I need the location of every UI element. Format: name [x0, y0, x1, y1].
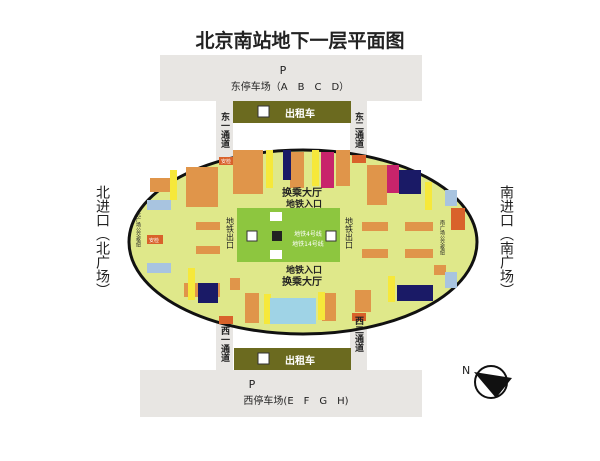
north-entrance-label: 北进口（北广场） — [94, 185, 110, 297]
restroom — [445, 272, 457, 288]
east-parking-label: 东停车场（A B C D） — [231, 80, 349, 93]
metro-entrance-label-bottom: 地铁入口 — [286, 264, 322, 276]
west-parking-label: 西停车场(E F G H) — [243, 394, 348, 407]
west2-channel — [350, 320, 367, 372]
line14-label: 地铁14号线 — [292, 240, 324, 248]
west-parking-p: P — [249, 378, 256, 391]
info-desk — [283, 150, 291, 180]
waiting-area — [270, 298, 316, 324]
metro-logo-icon — [272, 231, 282, 241]
bus-south-label: 南广场公交枢纽 — [439, 219, 445, 255]
west1-channel — [216, 320, 233, 372]
east-taxi-label: 出租车 — [285, 107, 315, 120]
service-center — [198, 283, 218, 303]
metro-exit-left: 地铁出口 — [226, 216, 235, 249]
west1-channel-label: 西一通道 — [219, 326, 230, 363]
west2-channel-label: 西二通道 — [353, 316, 364, 353]
exit-icon — [246, 230, 258, 242]
east-parking-area — [160, 55, 422, 101]
service-center — [397, 285, 433, 301]
security-checkpoints — [147, 155, 465, 324]
exit-icon — [325, 230, 337, 242]
ticket-office — [387, 165, 399, 193]
east1-channel — [216, 100, 233, 162]
restroom — [147, 200, 171, 210]
west-parking-area — [140, 370, 422, 417]
east2-channel-label: 东二通道 — [353, 111, 364, 149]
compass-north-label: N — [462, 364, 470, 377]
restroom — [445, 190, 457, 206]
transfer-hall-label-bottom: 换乘大厅 — [282, 275, 322, 288]
map-title: 北京南站地下一层平面图 — [195, 29, 404, 52]
exit-strips — [170, 150, 432, 324]
east-parking-p: P — [280, 64, 287, 77]
taxi-icon — [257, 105, 270, 118]
metro-entrance-label-top: 地铁入口 — [286, 198, 322, 210]
ticket-office — [321, 152, 334, 188]
security-label: 安检 — [221, 158, 231, 165]
restroom — [147, 263, 171, 273]
transfer-hall-label-top: 换乘大厅 — [282, 186, 322, 199]
metro-exit-right: 地铁出口 — [345, 216, 354, 249]
south-entrance-label: 南进口（南广场） — [498, 185, 514, 297]
east1-channel-label: 东一通道 — [219, 111, 230, 149]
metro-entrance-icon — [270, 212, 282, 221]
line4-label: 地铁4号线 — [294, 230, 322, 238]
west-taxi-label: 出租车 — [285, 354, 315, 367]
security-label: 安检 — [149, 237, 159, 244]
compass-icon — [474, 365, 512, 399]
service-center — [399, 170, 421, 194]
taxi-icon — [257, 352, 270, 365]
east2-channel — [350, 100, 367, 162]
bus-north-label: 北广场公交枢纽 — [135, 211, 141, 247]
metro-entrance-icon — [270, 250, 282, 259]
